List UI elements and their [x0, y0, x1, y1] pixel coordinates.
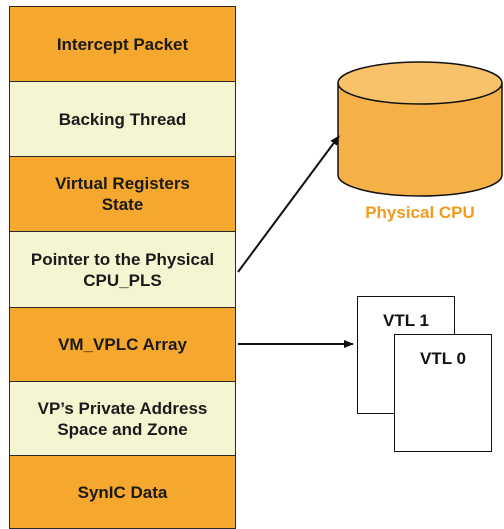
- stack-cell-pointer-physical-cpu: Pointer to the Physical CPU_PLS: [9, 231, 236, 308]
- stack-cell-backing-thread: Backing Thread: [9, 81, 236, 157]
- physical-cpu-label: Physical CPU: [365, 203, 475, 222]
- stack-cell-label: Backing Thread: [58, 109, 187, 129]
- stack-cell-label: Virtual Registers State: [55, 174, 190, 214]
- stack-cell-virtual-registers-state: Virtual Registers State: [9, 156, 236, 232]
- stack-cell-private-address-space: VP’s Private Address Space and Zone: [9, 381, 236, 456]
- vtl-0-label: VTL 0: [420, 349, 466, 368]
- stack-cell-vm-vplc-array: VM_VPLC Array: [9, 307, 236, 382]
- vtl-1-label: VTL 1: [383, 311, 429, 330]
- vtl-0-page-icon: VTL 0: [394, 334, 492, 452]
- stack-cell-label: VP’s Private Address Space and Zone: [37, 398, 208, 439]
- stack-cell-label: VM_VPLC Array: [58, 335, 187, 354]
- stack-cell-label: Pointer to the Physical CPU_PLS: [30, 249, 215, 290]
- stack-cell-label: Intercept Packet: [56, 34, 189, 54]
- pointer-to-cpu-arrow: [237, 135, 340, 273]
- physical-cpu-cylinder-icon: [337, 61, 503, 197]
- stack-cell-label: SynIC Data: [77, 482, 168, 502]
- stack-cell-intercept-packet: Intercept Packet: [9, 6, 236, 82]
